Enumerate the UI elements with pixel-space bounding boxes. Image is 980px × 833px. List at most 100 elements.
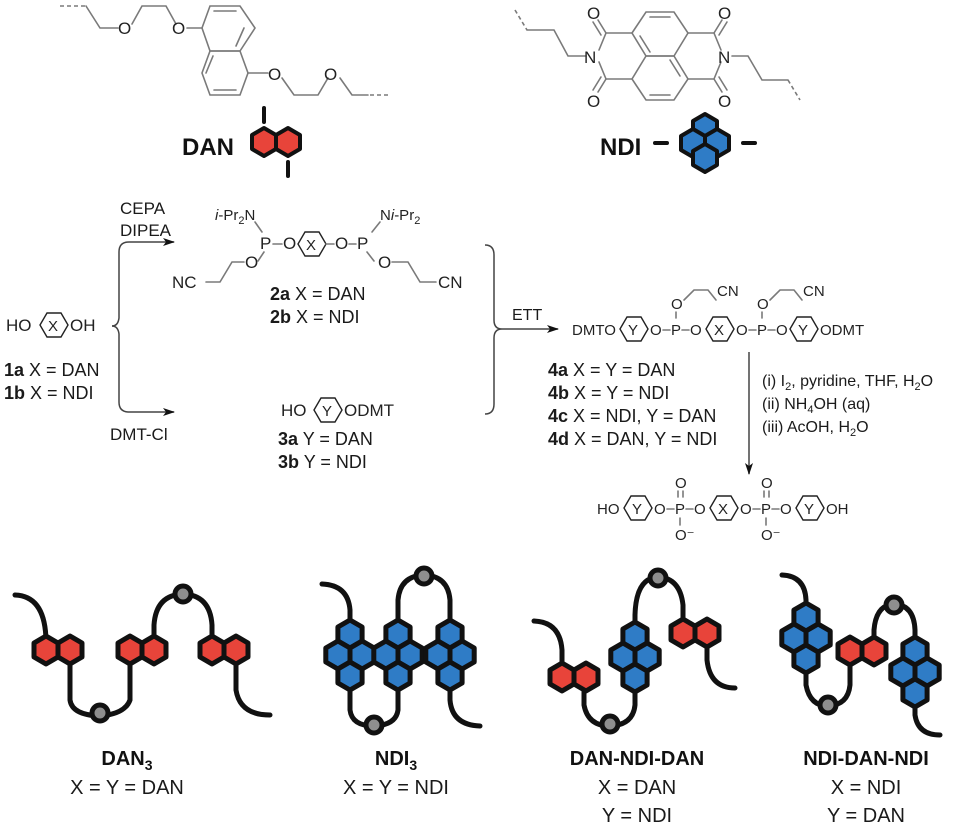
svg-text:O: O xyxy=(335,234,348,253)
atom-oxygen: O xyxy=(587,92,600,111)
svg-text:O: O xyxy=(757,296,769,313)
svg-text:HO: HO xyxy=(6,316,32,335)
phosphate-linker xyxy=(883,594,905,616)
svg-text:HO: HO xyxy=(281,401,307,420)
atom-oxygen: O xyxy=(118,19,131,38)
svg-text:P: P xyxy=(675,501,685,518)
core-ring-x xyxy=(39,312,69,338)
svg-text:OH: OH xyxy=(826,501,849,518)
svg-text:P: P xyxy=(357,234,368,253)
svg-text:OH: OH xyxy=(70,316,96,335)
dan-icon xyxy=(250,106,302,178)
compound-3a-label: 3a Y = DAN xyxy=(278,429,373,449)
atom-oxygen: O xyxy=(268,65,281,84)
svg-text:O: O xyxy=(740,501,752,518)
final-product: HO Y O P O O⁻ O X O P O O⁻ O Y OH xyxy=(597,475,849,544)
atom-nitrogen: N xyxy=(718,48,730,67)
svg-text:NC: NC xyxy=(172,273,197,292)
svg-text:O: O xyxy=(283,234,296,253)
reagent-dmt-cl: DMT-Cl xyxy=(110,425,168,444)
ndi-unit-ring xyxy=(435,659,465,693)
dan-unit xyxy=(31,633,61,667)
svg-text:P: P xyxy=(671,322,681,339)
dan-unit xyxy=(859,634,889,668)
svg-text:O: O xyxy=(780,501,792,518)
dan-structure: O O O O xyxy=(60,5,390,96)
phosphate-linker xyxy=(647,567,669,589)
svg-text:ODMT: ODMT xyxy=(344,401,394,420)
svg-text:P: P xyxy=(757,322,767,339)
svg-text:Y: Y xyxy=(628,322,638,339)
dan-unit xyxy=(547,660,577,694)
svg-text:X: X xyxy=(48,318,58,335)
reagent-ett: ETT xyxy=(512,307,542,324)
compound-4a-label: 4a X = Y = DAN xyxy=(548,360,675,380)
ndi-label: NDI xyxy=(600,134,641,161)
atom-oxygen: O xyxy=(718,92,731,111)
cartoon-ndi3-desc: X = Y = NDI xyxy=(343,777,449,799)
compound-4: DMTO Y O P O CN O X O P O CN O Y ODMT 4a… xyxy=(548,283,864,449)
atom-oxygen: O xyxy=(172,19,185,38)
phosphate-linker xyxy=(363,714,385,736)
svg-text:O⁻: O⁻ xyxy=(675,527,695,544)
ndi-unit-ring xyxy=(335,659,365,693)
atom-oxygen: O xyxy=(587,4,600,23)
svg-text:O: O xyxy=(694,501,706,518)
ndi-unit-ring xyxy=(383,659,413,693)
dan-unit xyxy=(835,634,865,668)
core-ring-x xyxy=(709,495,739,521)
cartoon-dan-ndi-dan-title: DAN-NDI-DAN xyxy=(570,748,704,770)
cartoon-ndi-dan-ndi-desc-x: X = NDI xyxy=(831,777,902,799)
svg-text:Y: Y xyxy=(632,501,642,518)
svg-text:Y: Y xyxy=(798,322,808,339)
compound-4b-label: 4b X = Y = NDI xyxy=(548,383,669,403)
deprotection-step-1: (i) I2, pyridine, THF, H2O xyxy=(762,373,933,393)
dan-unit xyxy=(115,633,145,667)
svg-text:HO: HO xyxy=(597,501,620,518)
core-ring-y xyxy=(795,495,825,521)
coupling-arrow: ETT xyxy=(484,244,559,415)
svg-text:Y: Y xyxy=(322,403,332,420)
core-ring-y xyxy=(789,316,819,342)
core-ring-x xyxy=(705,316,735,342)
dan-unit xyxy=(197,633,227,667)
ndi-structure: N O O O O N xyxy=(514,4,801,111)
cartoon-dan3 xyxy=(12,583,273,724)
svg-text:Ni-Pr2: Ni-Pr2 xyxy=(380,207,420,227)
svg-text:O: O xyxy=(761,475,773,492)
deprotection-arrow: (i) I2, pyridine, THF, H2O (ii) NH4OH (a… xyxy=(745,352,933,475)
core-ring-y xyxy=(313,397,343,423)
cartoon-ndi-dan-ndi-desc-y: Y = DAN xyxy=(827,805,905,827)
phosphate-linker xyxy=(599,713,621,735)
dan-unit xyxy=(692,616,722,650)
svg-text:O: O xyxy=(650,322,662,339)
atom-oxygen: O xyxy=(324,65,337,84)
compound-4d-label: 4d X = DAN, Y = NDI xyxy=(548,429,717,449)
svg-text:O: O xyxy=(690,322,702,339)
svg-text:P: P xyxy=(761,501,771,518)
dan-label: DAN xyxy=(182,134,234,161)
svg-text:O: O xyxy=(654,501,666,518)
dan-unit xyxy=(139,633,169,667)
phosphate-linker xyxy=(89,702,111,724)
cartoon-dan-ndi-dan-desc-y: Y = NDI xyxy=(602,805,672,827)
svg-text:O⁻: O⁻ xyxy=(761,527,781,544)
svg-text:CN: CN xyxy=(438,273,463,292)
compound-3b-label: 3b Y = NDI xyxy=(278,452,367,472)
core-ring-y xyxy=(619,316,649,342)
dan-unit xyxy=(221,633,251,667)
dan-unit xyxy=(668,616,698,650)
cartoon-ndi-dan-ndi-title: NDI-DAN-NDI xyxy=(803,748,929,770)
svg-text:X: X xyxy=(718,501,728,518)
compound-4c-label: 4c X = NDI, Y = DAN xyxy=(548,406,716,426)
cartoon-dan3-desc: X = Y = DAN xyxy=(70,777,184,799)
compound-2b-label: 2b X = NDI xyxy=(270,307,360,327)
ndi3-nodes xyxy=(363,565,435,736)
deprotection-step-3: (iii) AcOH, H2O xyxy=(762,419,869,439)
svg-text:O: O xyxy=(378,253,391,272)
compound-2: i-Pr2N P O X O P Ni-Pr2 O NC O CN 2a X =… xyxy=(172,207,463,327)
cartoon-dan-ndi-dan xyxy=(531,567,738,735)
svg-text:X: X xyxy=(714,322,724,339)
svg-text:Y: Y xyxy=(804,501,814,518)
